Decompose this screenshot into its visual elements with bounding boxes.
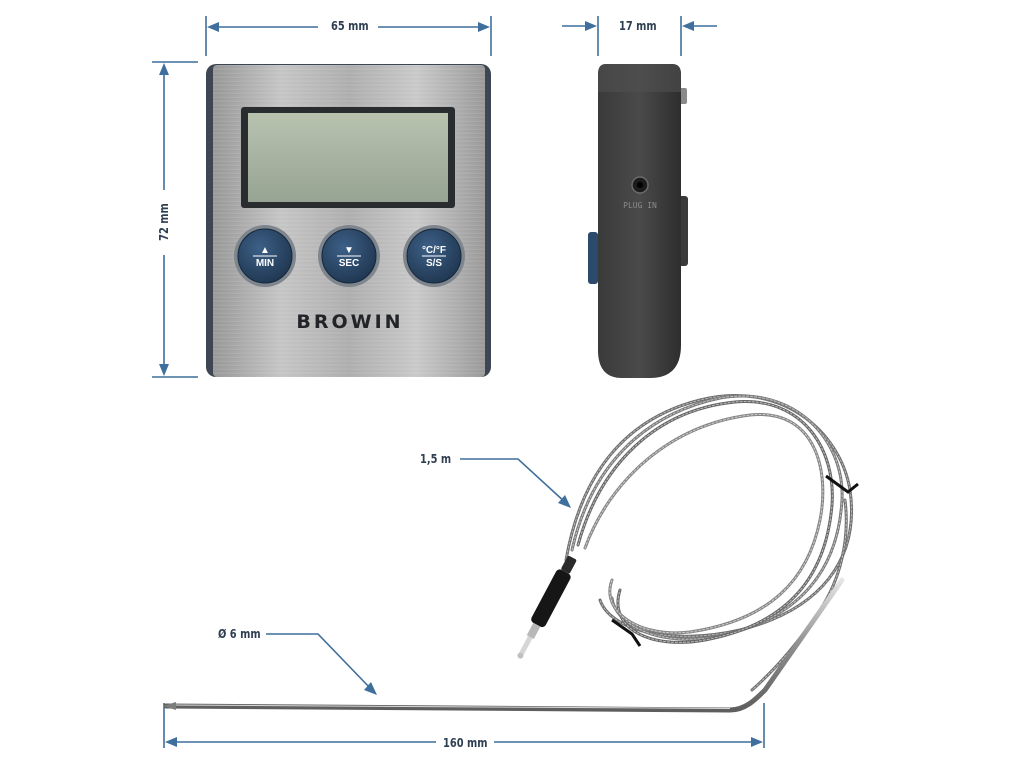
thermometer-side-view: PLUG IN — [588, 64, 688, 378]
length-arrow-right — [751, 737, 763, 747]
probe-rod — [163, 577, 845, 713]
cable-leader-arrow — [558, 495, 571, 508]
thermometer-front-view: ▲ MIN ▼ SEC °C/°F S/S BROWIN — [206, 64, 491, 377]
unit-start-stop-button: °C/°F S/S — [403, 225, 465, 287]
length-arrow-left — [165, 737, 177, 747]
min-button-top-label: ▲ — [260, 245, 270, 256]
cable-ties — [611, 474, 859, 647]
height-dimension-label: 72 mm — [157, 203, 171, 241]
side-button-edge — [588, 232, 598, 284]
depth-dimension-label: 17 mm — [619, 19, 657, 33]
min-button: ▲ MIN — [234, 225, 296, 287]
brand-logo-text: BROWIN — [296, 311, 403, 333]
plug-in-label: PLUG IN — [623, 201, 657, 210]
probe-tip — [163, 702, 176, 710]
cable-length-label: 1,5 m — [420, 452, 452, 466]
min-button-label: MIN — [256, 258, 274, 269]
start-stop-button-label: S/S — [426, 258, 442, 269]
diameter-leader — [266, 633, 373, 691]
sec-button: ▼ SEC — [318, 225, 380, 287]
height-arrow-top — [159, 63, 169, 75]
probe-diameter-label: Ø 6 mm — [218, 627, 261, 641]
diameter-leader-arrow — [364, 682, 377, 695]
width-dimension-label: 65 mm — [331, 19, 369, 33]
probe-length-label: 160 mm — [443, 736, 488, 750]
side-body — [598, 64, 681, 378]
sec-button-label: SEC — [339, 258, 360, 269]
probe-and-cable — [163, 394, 859, 713]
braided-cable — [564, 394, 853, 692]
depth-arrow-right — [682, 21, 694, 31]
width-arrow-right — [478, 22, 490, 32]
jack-plug — [517, 555, 577, 659]
dimension-lines — [152, 16, 765, 748]
lcd-screen — [248, 113, 448, 202]
depth-arrow-left — [585, 21, 597, 31]
sec-button-top-label: ▼ — [344, 245, 354, 256]
unit-button-top-label: °C/°F — [422, 245, 446, 256]
height-arrow-bottom — [159, 364, 169, 376]
width-arrow-left — [207, 22, 219, 32]
cable-leader — [460, 458, 567, 504]
